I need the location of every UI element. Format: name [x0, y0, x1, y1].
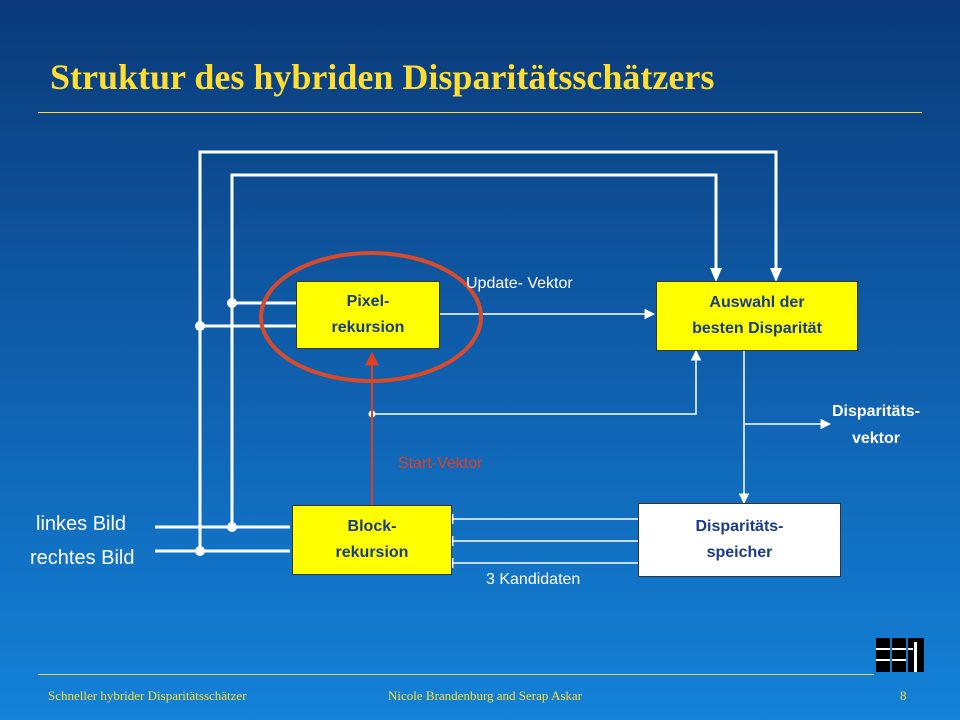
best-disparity-box: Auswahl der besten Disparität: [656, 281, 858, 351]
highlight-circle: [259, 251, 483, 383]
block-recursion-line1: Block-: [347, 518, 397, 535]
candidates-label: 3 Kandidaten: [486, 571, 581, 588]
disparity-memory-line1: Disparitäts-: [695, 518, 784, 535]
footer-page-number: 8: [900, 688, 907, 703]
footer-authors: Nicole Brandenburg and Serap Askar: [388, 688, 582, 703]
title-divider: [38, 112, 922, 113]
footer-title: Schneller hybrider Disparitätsschätzer: [48, 688, 247, 703]
disparity-memory-line2: speicher: [706, 544, 773, 561]
pixel-recursion-box: Pixel- rekursion: [296, 281, 440, 349]
disparity-vector-line1: Disparitäts-: [831, 403, 921, 420]
right-image-label: rechtes Bild: [30, 547, 135, 569]
best-disparity-line1: Auswahl der: [709, 294, 805, 311]
block-recursion-box: Block- rekursion: [292, 505, 452, 575]
pixel-recursion-line2: rekursion: [331, 319, 405, 336]
slide-title: Struktur des hybriden Disparitätsschätze…: [50, 57, 715, 97]
disparity-vector-line2: vektor: [851, 430, 901, 447]
best-disparity-line2: besten Disparität: [692, 320, 822, 337]
left-image-label: linkes Bild: [36, 513, 127, 535]
start-vector-label: Start-Vektor: [398, 455, 483, 472]
pixel-recursion-line1: Pixel-: [346, 293, 390, 310]
junction-dots: [195, 298, 376, 556]
feedback-arrow: [372, 349, 702, 415]
disparity-memory-box: Disparitäts- speicher: [638, 503, 841, 577]
disparity-vector-label: Disparitäts- vektor: [812, 398, 940, 452]
top-arrowheads: [710, 268, 782, 282]
update-vector-label: Update- Vektor: [466, 275, 573, 292]
footer-divider: [38, 674, 874, 675]
institute-logo-icon: [876, 638, 924, 672]
input-bus-lines: [155, 150, 778, 553]
block-recursion-line2: rekursion: [335, 544, 409, 561]
